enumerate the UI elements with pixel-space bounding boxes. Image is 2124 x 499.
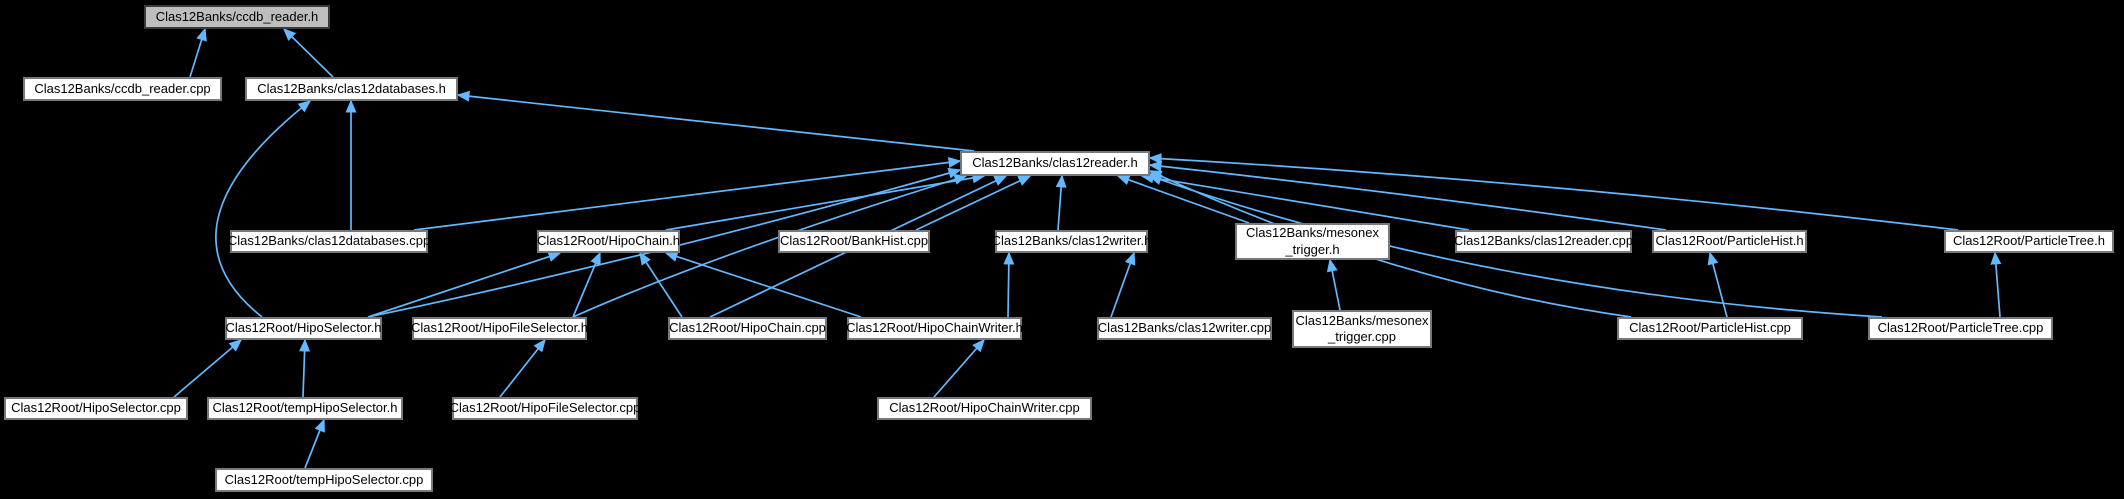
include-edge-clas12writer_cpp-to-clas12writer_h — [1110, 251, 1136, 318]
include-edge-clas12reader_h-to-clas12databases_h — [456, 90, 975, 152]
graph-node-hipochainwriter_cpp[interactable]: Clas12Root/HipoChainWriter.cpp — [877, 397, 1092, 420]
include-edge-hipochain_cpp-to-hipochain_h — [639, 251, 683, 318]
graph-node-hipofileselector_h[interactable]: Clas12Root/HipoFileSelector.h — [411, 317, 588, 340]
include-edge-particletree_cpp-to-clas12reader_h — [1148, 174, 1883, 318]
include-edge-clas12databases_cpp-to-clas12reader_h — [413, 156, 962, 231]
graph-node-mesonex_trigger_cpp[interactable]: Clas12Banks/mesonex _trigger.cpp — [1292, 310, 1432, 348]
include-edge-hipochainwriter_h-to-hipochain_h — [664, 251, 862, 318]
graph-node-hipofileselector_cpp[interactable]: Clas12Root/HipoFileSelector.cpp — [450, 397, 640, 420]
graph-node-particletree_cpp[interactable]: Clas12Root/ParticleTree.cpp — [1868, 317, 2053, 340]
include-edge-bankhist_cpp-to-clas12reader_h — [915, 175, 1032, 231]
graph-node-clas12reader_cpp[interactable]: Clas12Banks/clas12reader.cpp — [1454, 230, 1633, 253]
include-edge-hiposelector_h-to-clas12databases_h — [215, 100, 312, 318]
include-edge-particlehist_cpp-to-clas12reader_h — [1148, 170, 1632, 318]
graph-node-clas12databases_cpp[interactable]: Clas12Banks/clas12databases.cpp — [228, 230, 430, 253]
include-edge-hiposelector_cpp-to-hiposelector_h — [173, 339, 243, 398]
include-edge-ccdb_reader_cpp-to-ccdb_reader_h — [189, 27, 207, 78]
include-edge-hipofileselector_h-to-clas12reader_h — [572, 174, 968, 318]
include-edge-particletree_cpp-to-particletree_h — [1990, 251, 2002, 318]
include-edge-hipofileselector_cpp-to-hipofileselector_h — [499, 338, 546, 398]
graph-node-clas12reader_h[interactable]: Clas12Banks/clas12reader.h — [960, 151, 1150, 176]
graph-node-clas12writer_h[interactable]: Clas12Banks/clas12writer.h — [992, 230, 1151, 253]
include-edge-particletree_h-to-clas12reader_h — [1148, 153, 1959, 231]
include-edge-hiposelector_h-to-hipochain_h — [367, 251, 562, 318]
graph-node-particlehist_cpp[interactable]: Clas12Root/ParticleHist.cpp — [1617, 317, 1803, 340]
include-edge-temphiposelector_cpp-to-temphiposelector_h — [304, 418, 325, 469]
include-edge-hipochainwriter_h-to-clas12writer_h — [1003, 251, 1015, 318]
include-edge-mesonex_trigger_h-to-clas12reader_h — [1116, 174, 1250, 224]
graph-node-hiposelector_cpp[interactable]: Clas12Root/HipoSelector.cpp — [4, 397, 188, 420]
graph-node-particlehist_h[interactable]: Clas12Root/ParticleHist.h — [1652, 230, 1807, 253]
graph-node-temphiposelector_cpp[interactable]: Clas12Root/tempHipoSelector.cpp — [215, 468, 433, 492]
graph-node-ccdb_reader_h[interactable]: Clas12Banks/ccdb_reader.h — [144, 5, 330, 29]
graph-node-mesonex_trigger_h[interactable]: Clas12Banks/mesonex _trigger.h — [1235, 223, 1390, 260]
include-edge-mesonex_trigger_cpp-to-mesonex_trigger_h — [1326, 258, 1341, 311]
include-edge-temphiposelector_h-to-hiposelector_h — [299, 338, 311, 398]
include-edge-hipofileselector_h-to-hipochain_h — [572, 251, 601, 318]
graph-node-ccdb_reader_cpp[interactable]: Clas12Banks/ccdb_reader.cpp — [23, 77, 222, 101]
graph-node-bankhist_cpp[interactable]: Clas12Root/BankHist.cpp — [778, 230, 930, 253]
include-edge-clas12databases_h-to-ccdb_reader_h — [282, 27, 334, 78]
graph-node-hiposelector_h[interactable]: Clas12Root/HipoSelector.h — [225, 317, 382, 340]
include-edge-clas12reader_cpp-to-clas12reader_h — [1140, 172, 1470, 231]
graph-node-temphiposelector_h[interactable]: Clas12Root/tempHipoSelector.h — [207, 397, 403, 420]
include-edge-hipochain_h-to-clas12reader_h — [665, 172, 986, 231]
graph-node-clas12databases_h[interactable]: Clas12Banks/clas12databases.h — [245, 77, 458, 101]
include-edge-hipochainwriter_cpp-to-hipochainwriter_h — [933, 338, 985, 398]
include-edge-clas12writer_h-to-clas12reader_h — [1055, 174, 1067, 231]
graph-node-hipochainwriter_h[interactable]: Clas12Root/HipoChainWriter.h — [846, 317, 1023, 340]
include-edge-particlehist_h-to-clas12reader_h — [1148, 160, 1667, 231]
graph-node-particletree_h[interactable]: Clas12Root/ParticleTree.h — [1944, 230, 2114, 253]
include-edge-particlehist_cpp-to-particlehist_h — [1707, 251, 1728, 318]
graph-node-hipochain_h[interactable]: Clas12Root/HipoChain.h — [537, 230, 680, 253]
graph-node-hipochain_cpp[interactable]: Clas12Root/HipoChain.cpp — [668, 317, 827, 340]
graph-node-clas12writer_cpp[interactable]: Clas12Banks/clas12writer.cpp — [1097, 317, 1272, 340]
